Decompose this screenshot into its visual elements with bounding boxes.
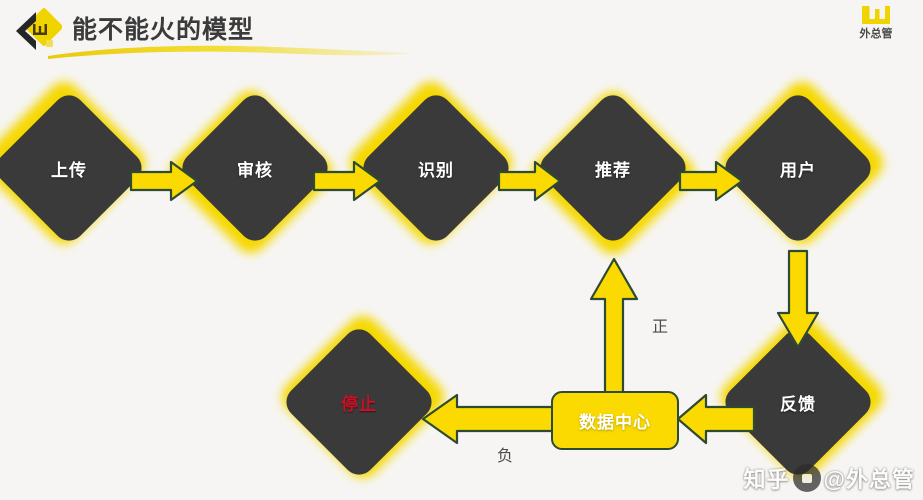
brand-logo: 外总管 [843,4,909,50]
arrow-recommend-to-user [678,160,744,202]
node-identify[interactable]: 识别 [343,75,519,251]
arrow-upload-to-review [129,160,199,202]
node-label: 用户 [780,160,816,180]
node-label: 数据中心 [579,413,651,432]
arrow-review-to-identify [312,160,382,202]
arrow-datacenter-to-recommend [589,257,639,401]
watermark-handle: @外总管 [823,467,915,492]
watermark: 知乎 @外总管 [744,462,915,494]
node-label: 识别 [418,160,454,180]
chevron-diamond-logo-icon [16,8,62,50]
node-feedback[interactable]: 反馈 [714,309,890,485]
slide-header: 能不能火的模型 外总管 [0,0,923,70]
node-stop[interactable]: 停止 [275,309,451,485]
edge-label-negative: 负 [497,448,514,465]
node-recommend[interactable]: 推荐 [525,85,701,261]
node-label: 审核 [237,160,273,180]
arrow-identify-to-recommend [497,160,562,202]
page-title: 能不能火的模型 [72,16,255,44]
arrow-user-to-feedback [776,249,820,349]
node-datacenter[interactable]: 数据中心 [551,391,679,450]
arrow-datacenter-to-stop [421,393,557,445]
user-avatar-icon [792,464,821,492]
brush-underline-icon [48,45,414,59]
node-upload[interactable]: 上传 [0,75,152,251]
node-label: 推荐 [595,160,631,180]
edge-label-positive: 正 [652,319,669,336]
node-review[interactable]: 审核 [163,84,339,260]
node-label: 上传 [51,160,87,180]
node-user[interactable]: 用户 [714,75,890,251]
watermark-platform: 知乎 [743,467,790,492]
arrow-feedback-to-datacenter [676,393,756,445]
w-mark-icon [862,6,890,24]
node-body [279,322,439,482]
brand-name: 外总管 [859,28,893,40]
node-label: 反馈 [780,394,816,414]
